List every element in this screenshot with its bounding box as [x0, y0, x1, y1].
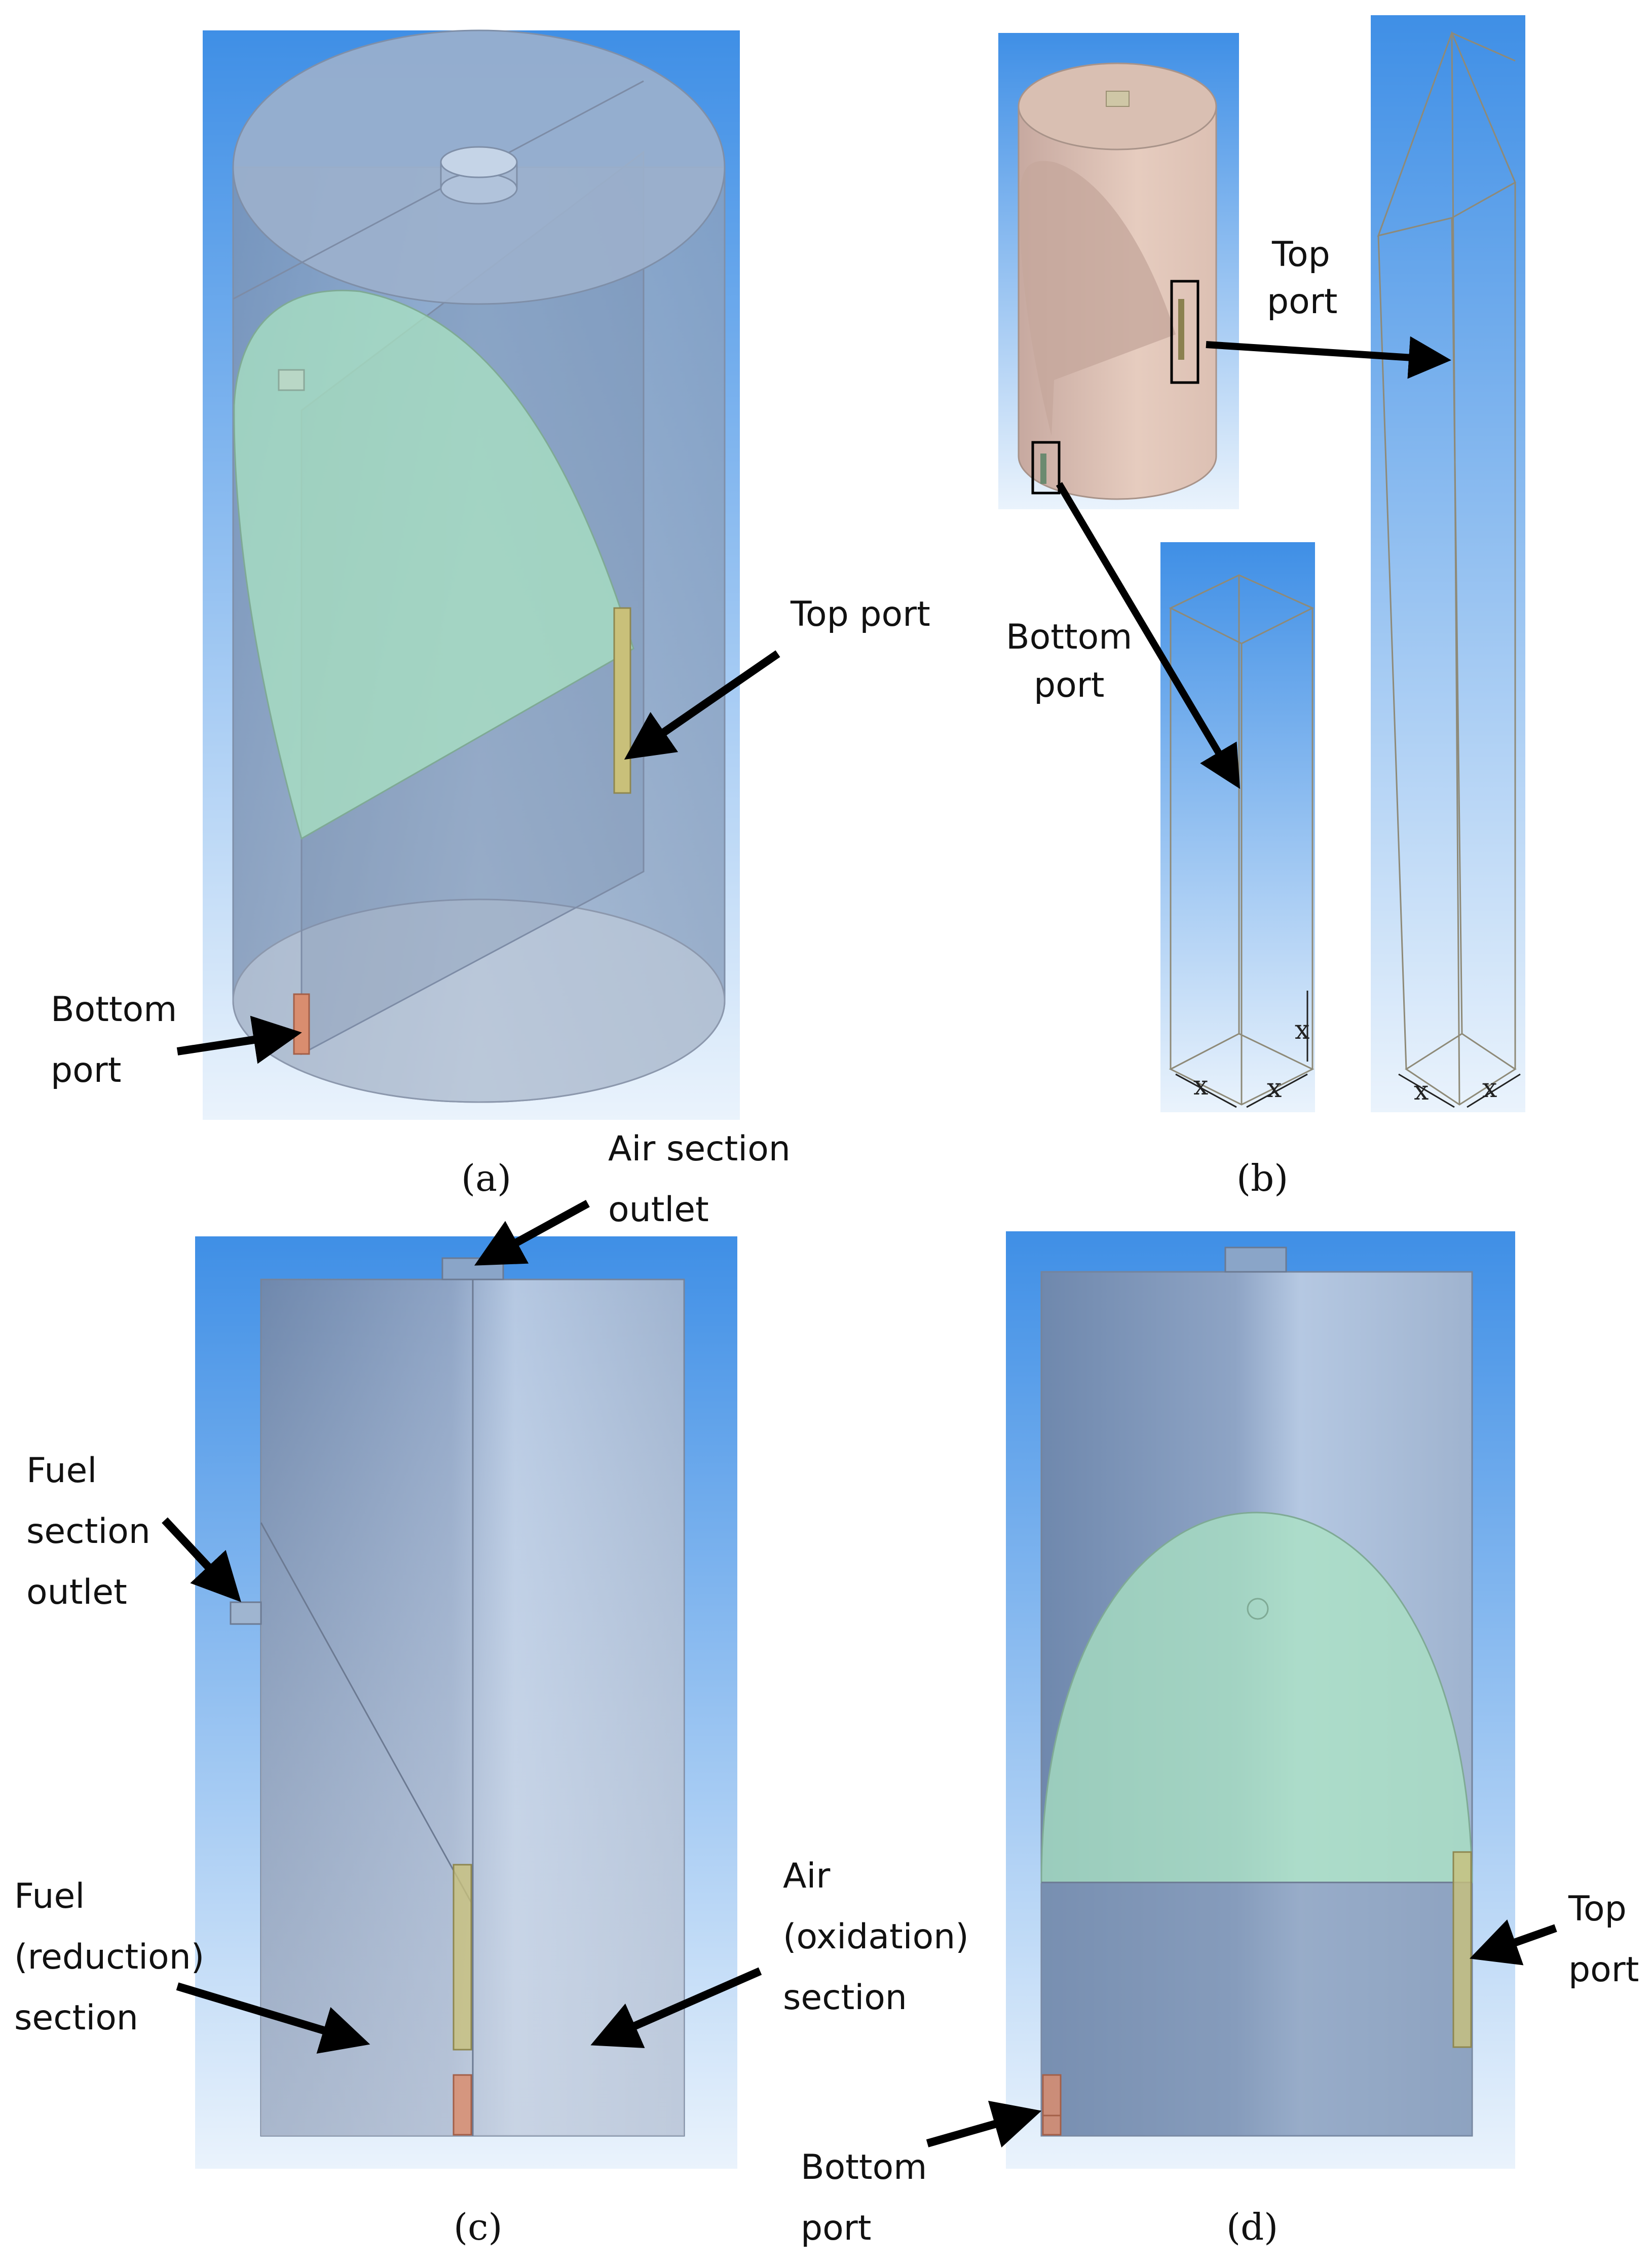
- panel-b-top-port-arrow: [1206, 336, 1451, 379]
- panel-b-bottom-port-box: [1031, 441, 1061, 495]
- panel-d-bottom-port-arrow: [926, 2100, 1042, 2148]
- panel-b-bottom-port-wireframe: [1169, 574, 1315, 1106]
- panel-c-air-section-label-line3: section: [783, 1978, 907, 2018]
- panel-d-top-port-label-line1: Top: [1568, 1889, 1627, 1929]
- panel-c-fuel-section-arrow: [176, 1982, 370, 2054]
- panel-b-bottom-port-arrow: [1056, 482, 1241, 789]
- panel-c-air-section-label-line2: (oxidation): [783, 1917, 969, 1957]
- panel-b: x x x x x Top port Bottom port (b): [998, 15, 1525, 1199]
- panel-c-fuel-outlet-nozzle: [230, 1601, 262, 1625]
- panel-c-top-port: [453, 1864, 472, 2051]
- panel-d-air-outlet-nozzle: [1224, 1247, 1287, 1273]
- panel-d-top-port-label-line2: port: [1568, 1950, 1639, 1990]
- panel-a-fuel-outlet-nozzle: [278, 369, 305, 391]
- panel-c-air-section-label-line1: Air: [783, 1856, 830, 1896]
- panel-b-top-port-label-line1: Top: [1271, 235, 1330, 275]
- panel-b-overview-top-port: [1178, 299, 1184, 360]
- panel-b-top-port-box: [1170, 280, 1199, 384]
- panel-a-top-partition-line: [233, 80, 644, 300]
- panel-b-dim-x-4: x: [1414, 1076, 1429, 1106]
- panel-b-bottom-port-label-line2: port: [1034, 665, 1104, 705]
- panel-b-overview-plane: [1020, 161, 1176, 436]
- panel-c: Air section outlet Fuel section outlet F…: [14, 1129, 969, 2248]
- panel-d-caption: (d): [1226, 2206, 1278, 2248]
- panel-b-overview-bottom-port: [1040, 454, 1046, 484]
- panel-b-bottom-port-label-line1: Bottom: [1006, 617, 1132, 657]
- panel-c-air-section-arrow: [590, 1967, 762, 2048]
- panel-a-top-port-arrow: [624, 650, 780, 760]
- panel-c-fuel-section-label-line1: Fuel: [14, 1876, 85, 1916]
- panel-d-bottom-port: [1042, 2074, 1062, 2136]
- panel-a-bottom-port-label-line2: port: [51, 1050, 121, 1090]
- panel-c-air-outlet-label-line2: outlet: [608, 1190, 709, 1230]
- panel-a-air-outlet-nozzle: [440, 146, 518, 205]
- panel-a-top-port-label: Top port: [790, 594, 930, 634]
- panel-c-fuel-outlet-arrow: [162, 1517, 241, 1602]
- panel-b-top-port-detail-background: [1371, 15, 1525, 1112]
- panel-c-fuel-outlet-label-line3: outlet: [26, 1572, 127, 1612]
- panel-c-fuel-section-label-line2: (reduction): [14, 1937, 204, 1977]
- panel-c-air-outlet-arrow: [474, 1199, 590, 1266]
- panel-a: Top port Bottom port (a): [51, 29, 930, 1199]
- panel-b-top-port-dimensions: [1398, 1073, 1521, 1108]
- panel-a-bottom-face: [232, 898, 726, 1103]
- panel-a-bottom-port: [293, 993, 310, 1055]
- panel-b-dim-x-1: x: [1193, 1071, 1208, 1101]
- panel-b-top-port-wireframe: [1377, 30, 1517, 1106]
- panel-d-top-port: [1452, 1851, 1472, 2048]
- panel-d-bottom-port-label-line2: port: [801, 2208, 871, 2248]
- panel-d-lower-section: [1041, 1882, 1472, 2136]
- panel-a-bottom-port-arrow: [176, 1015, 302, 1064]
- panel-b-top-port-label-line2: port: [1267, 282, 1337, 322]
- panel-c-caption: (c): [454, 2206, 503, 2248]
- panel-c-air-outlet-nozzle: [441, 1257, 504, 1280]
- panel-b-bottom-port-detail-background: [1160, 542, 1315, 1112]
- panel-d-diagonal-plane: [1040, 1512, 1473, 1883]
- panel-a-caption: (a): [461, 1157, 511, 1199]
- panel-d: Top port Bottom port (d): [801, 1231, 1639, 2248]
- panel-c-air-outlet-label-line1: Air section: [608, 1129, 791, 1169]
- panel-c-fuel-outlet-label-line2: section: [26, 1512, 151, 1552]
- panel-b-dim-x-5: x: [1482, 1073, 1497, 1104]
- panel-b-overview-nozzle: [1106, 91, 1130, 107]
- panel-a-bottom-port-label-line1: Bottom: [51, 990, 177, 1030]
- panel-b-dim-x-3: x: [1295, 1015, 1309, 1045]
- panel-c-fuel-outlet-label-line1: Fuel: [26, 1451, 97, 1491]
- panel-d-fuel-outlet-circle: [1247, 1598, 1269, 1620]
- panel-a-top-port: [613, 607, 631, 794]
- panel-c-bottom-port: [453, 2074, 472, 2136]
- panel-b-bottom-port-dimensions: [1175, 991, 1308, 1108]
- panel-c-fuel-section-label-line3: section: [14, 1998, 138, 2038]
- panel-c-diagonal-line: [260, 1522, 474, 1906]
- panel-d-top-port-arrow: [1469, 1919, 1557, 1966]
- panel-a-diagonal-plane: [233, 289, 634, 840]
- panel-b-caption: (b): [1236, 1157, 1288, 1199]
- panel-d-bottom-port-label-line1: Bottom: [801, 2147, 927, 2187]
- panel-b-dim-x-2: x: [1267, 1073, 1282, 1104]
